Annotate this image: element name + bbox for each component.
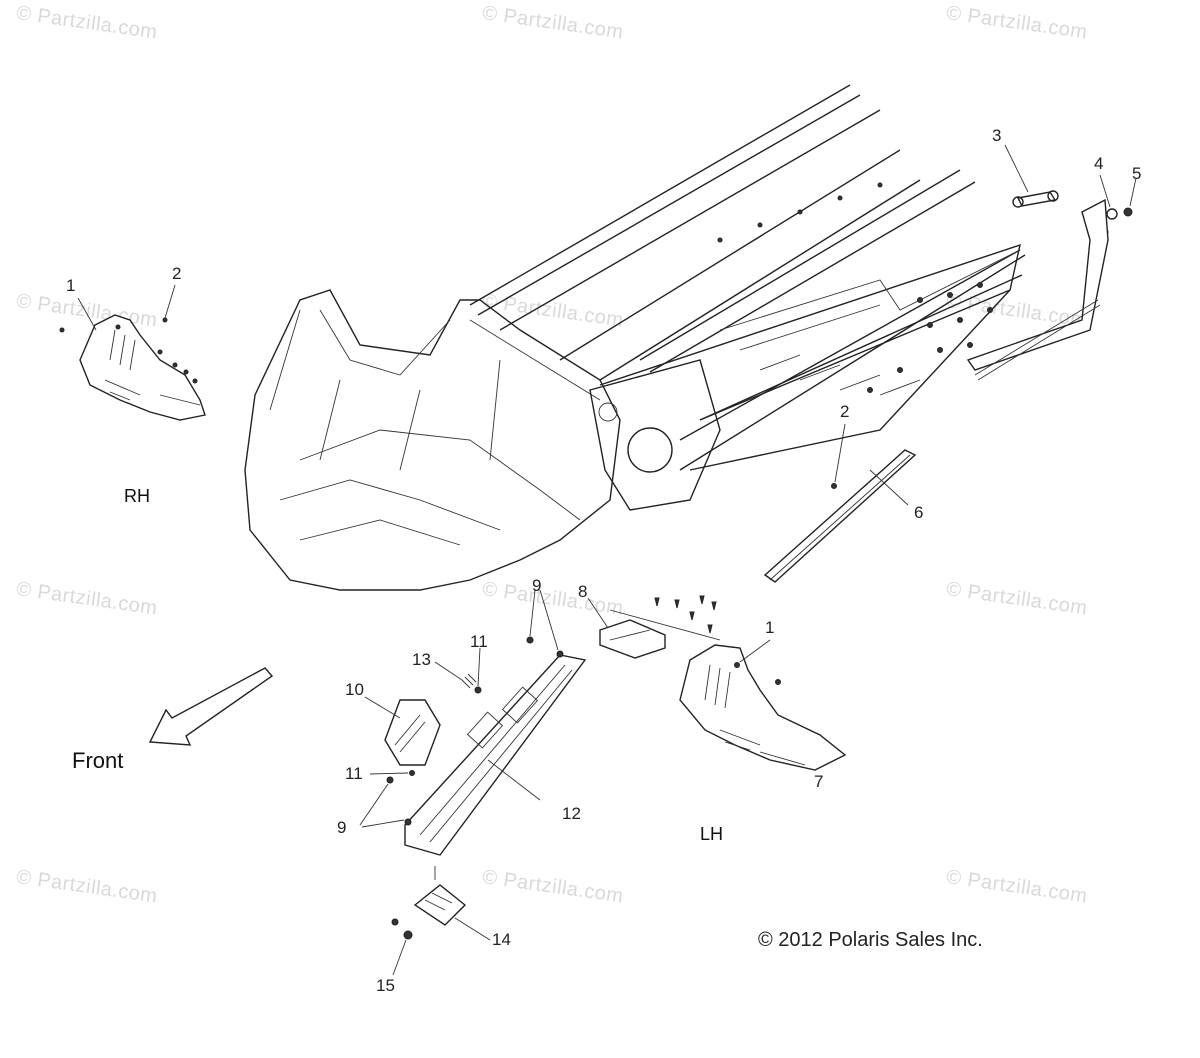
copyright-text: © 2012 Polaris Sales Inc. xyxy=(758,929,983,951)
callout-15: 15 xyxy=(376,976,395,995)
callout-11-top: 11 xyxy=(470,632,488,651)
callout-6: 6 xyxy=(914,503,924,522)
callout-5: 5 xyxy=(1132,164,1142,183)
callout-12: 12 xyxy=(562,804,581,823)
callout-2-mid: 2 xyxy=(840,402,850,421)
callout-9-bottom: 9 xyxy=(337,818,347,837)
callout-1-rh: 1 xyxy=(66,276,76,295)
callout-9-top: 9 xyxy=(532,576,542,595)
callout-4: 4 xyxy=(1094,154,1104,173)
part-6 xyxy=(763,423,917,583)
rh-bracket xyxy=(59,284,206,421)
lh-bracket xyxy=(679,639,847,771)
callout-8: 8 xyxy=(578,582,588,601)
callout-7: 7 xyxy=(814,772,824,791)
part-14 xyxy=(391,866,491,976)
lh-label: LH xyxy=(700,824,724,844)
part-3 xyxy=(1004,144,1059,208)
front-arrow-icon xyxy=(148,667,274,746)
part-8 xyxy=(587,595,721,659)
callout-2-rh: 2 xyxy=(172,264,182,283)
part-12 xyxy=(359,589,587,856)
parts-4-5 xyxy=(966,174,1137,381)
chassis-tunnel xyxy=(244,84,1026,591)
callout-1-lh: 1 xyxy=(765,618,775,637)
front-label: Front xyxy=(72,748,124,773)
rh-label: RH xyxy=(124,486,150,506)
callout-11-bottom: 11 xyxy=(345,764,363,783)
callout-13: 13 xyxy=(412,650,431,669)
callout-3: 3 xyxy=(992,126,1002,145)
callout-10: 10 xyxy=(345,680,364,699)
callout-14: 14 xyxy=(492,930,511,949)
